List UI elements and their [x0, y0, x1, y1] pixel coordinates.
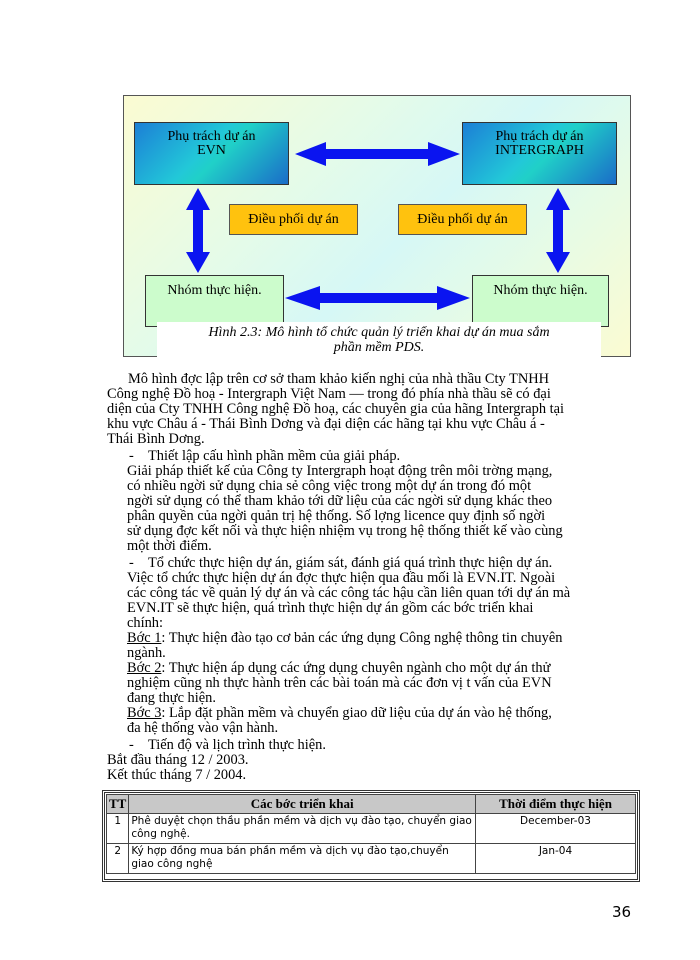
lead-evn-line2: EVN [197, 143, 226, 158]
bullet-dash-icon: - [129, 737, 134, 753]
step2-text: : Thực hiện áp dụng các ứng dụng chuyên … [161, 660, 551, 676]
table-row: 1 Phê duyệt chọn thầu phần mềm và dịch v… [105, 813, 636, 844]
schedule-table: TT Các bớc triển khai Thời điểm thực hiệ… [105, 794, 636, 874]
lead-intergraph-box: Phụ trách dự án INTERGRAPH [462, 122, 617, 185]
coordinator-right-box: Điều phối dự án [398, 204, 527, 235]
step3-line2: đa hệ thống vào vận hành. [127, 720, 279, 736]
team-right-box: Nhóm thực hiện. [472, 275, 609, 327]
caption-line1: Hình 2.3: Mô hình tổ chức quản lý triển … [208, 325, 550, 340]
end-date-text: Kết thúc tháng 7 / 2004. [107, 767, 247, 783]
bullet-dash-icon: - [129, 448, 134, 464]
page-number: 36 [612, 903, 632, 921]
step1-text: : Thực hiện đào tạo cơ bản các ứng dụng … [161, 630, 563, 646]
table-header-row: TT Các bớc triển khai Thời điểm thực hiệ… [105, 794, 636, 814]
start-date-text: Bắt đầu tháng 12 / 2003. [107, 752, 249, 768]
row1-tt: 1 [105, 813, 130, 844]
schedule-table-frame: TT Các bớc triển khai Thời điểm thực hiệ… [102, 790, 640, 882]
para3-line2: các công tác về quản lý dự án và các côn… [127, 585, 571, 601]
step1-line2: ngành. [127, 645, 166, 661]
double-arrow-icon [295, 142, 460, 166]
double-arrow-icon [285, 286, 470, 310]
para2-line2: có nhiều ngời sử dụng chia sẻ công việc … [127, 478, 532, 494]
lead-evn-line1: Phụ trách dự án [167, 129, 256, 144]
para2-line6: một thời điểm. [127, 538, 212, 554]
bullet2-text: Tổ chức thực hiện dự án, giám sát, đánh … [148, 555, 553, 571]
caption-line2: phần mềm PDS. [333, 340, 425, 355]
double-arrow-icon [546, 188, 570, 273]
para1-line5: Thái Bình Dơng. [107, 431, 205, 447]
para2-line5: sử dụng đợc kết nối và thực hiện nhiệm v… [127, 523, 563, 539]
lead-intergraph-line2: INTERGRAPH [495, 143, 584, 158]
para2-line1: Giải pháp thiết kế của Công ty Intergrap… [127, 463, 553, 479]
coordinator-left-box: Điều phối dự án [229, 204, 358, 235]
step3-label: Bớc 3 [127, 705, 162, 721]
row1-step: Phê duyệt chọn thầu phần mềm và dịch vụ … [128, 813, 476, 844]
row2-time: Jan-04 [475, 843, 636, 874]
header-tt: TT [105, 794, 130, 814]
para1-line4: khu vực Châu á - Thái Bình Dơng và đại d… [107, 416, 545, 432]
diagram-arrows [186, 142, 570, 310]
para1-line2: Công nghệ Đồ hoạ - Intergraph Việt Nam —… [107, 386, 551, 402]
para1-line1: Mô hình đợc lập trên cơ sở tham khảo kiế… [128, 371, 550, 387]
step3-text: : Lắp đặt phần mềm và chuyển giao dữ liệ… [161, 705, 552, 721]
header-steps: Các bớc triển khai [128, 794, 476, 814]
team-left-box: Nhóm thực hiện. [145, 275, 284, 327]
step2-line3: đang thực hiện. [127, 690, 216, 706]
para2-line3: ngời sử dụng có thể tham khảo tới dữ liệ… [127, 493, 553, 509]
figure-caption: Hình 2.3: Mô hình tổ chức quản lý triển … [157, 322, 601, 357]
step2-label: Bớc 2 [127, 660, 162, 676]
bullet3-text: Tiến độ và lịch trình thực hiện. [148, 737, 326, 753]
double-arrow-icon [186, 188, 210, 273]
step2-line2: nghiệm cũng nh thực hành trên các bài to… [127, 675, 552, 691]
header-time: Thời điểm thực hiện [475, 794, 636, 814]
step2-line1: Bớc 2: Thực hiện áp dụng các ứng dụng ch… [127, 661, 550, 676]
table-row: 2 Ký hợp đồng mua bán phần mềm và dịch v… [105, 843, 636, 874]
lead-intergraph-line1: Phụ trách dự án [495, 129, 584, 144]
para1-line3: diện của Cty TNHH Công nghệ Đồ hoạ, các … [107, 401, 565, 417]
step1-line1: Bớc 1: Thực hiện đào tạo cơ bản các ứng … [127, 631, 562, 646]
bullet-dash-icon: - [129, 555, 134, 571]
bullet1-text: Thiết lập cấu hình phần mềm của giải phá… [148, 448, 401, 464]
para3-line1: Việc tổ chức thực hiện dự án đợc thực hi… [127, 570, 556, 586]
para3-line3: EVN.IT sẽ thực hiện, quá trình thực hiện… [127, 600, 534, 616]
row2-step: Ký hợp đồng mua bán phần mềm và dịch vụ … [128, 843, 476, 874]
row2-tt: 2 [105, 843, 130, 874]
para2-line4: phân quyền của ngời quản trị hệ thống. S… [127, 508, 546, 524]
step3-line1: Bớc 3: Lắp đặt phần mềm và chuyển giao d… [127, 706, 552, 721]
row1-time: December-03 [475, 813, 636, 844]
para3-line4: chính: [127, 615, 163, 631]
lead-evn-box: Phụ trách dự án EVN [134, 122, 289, 185]
step1-label: Bớc 1 [127, 630, 162, 646]
